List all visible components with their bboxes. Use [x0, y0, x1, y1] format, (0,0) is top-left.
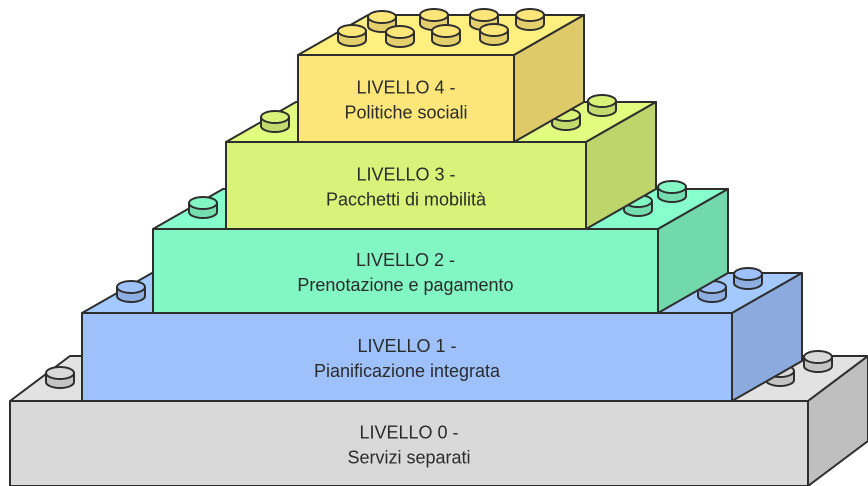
level-4-stud-icon — [479, 23, 509, 46]
level-3-title: LIVELLO 3 - — [356, 165, 455, 185]
level-4-stud-icon — [431, 24, 461, 47]
level-4-stud-icon — [337, 24, 367, 47]
level-1-stud-icon — [116, 280, 146, 303]
level-4-brick: LIVELLO 4 - Politiche sociali — [297, 8, 585, 143]
level-1-stud-icon — [697, 280, 727, 303]
level-0-front-face — [9, 400, 809, 486]
level-1-front-face — [81, 312, 733, 402]
level-3-stud-icon — [260, 110, 290, 133]
level-1-title: LIVELLO 1 - — [357, 336, 456, 356]
level-1-stud-icon — [733, 267, 763, 290]
level-0-stud-icon — [45, 366, 75, 389]
level-2-stud-icon — [657, 180, 687, 203]
level-3-front-face — [225, 141, 587, 230]
level-0-stud-icon — [803, 350, 833, 373]
level-4-stud-icon — [515, 8, 545, 31]
level-3-description: Pacchetti di mobilità — [326, 190, 487, 210]
level-0-title: LIVELLO 0 - — [359, 423, 458, 443]
level-4-stud-icon — [385, 25, 415, 48]
level-3-stud-icon — [587, 94, 617, 117]
level-1-description: Pianificazione integrata — [314, 361, 501, 381]
level-4-description: Politiche sociali — [344, 103, 467, 123]
level-2-description: Prenotazione e pagamento — [297, 275, 513, 295]
level-2-front-face — [152, 228, 659, 314]
level-0-description: Servizi separati — [347, 448, 470, 468]
level-2-stud-icon — [188, 196, 218, 219]
level-2-title: LIVELLO 2 - — [356, 250, 455, 270]
level-4-title: LIVELLO 4 - — [356, 78, 455, 98]
level-4-front-face — [297, 54, 515, 143]
